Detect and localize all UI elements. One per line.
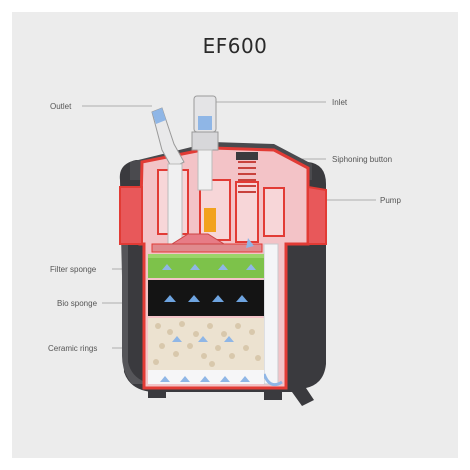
diagram-frame: EF600 [12,12,458,458]
pump-label: Pump [380,196,401,205]
ceramic-rings-label: Ceramic rings [48,344,98,353]
return-pipe [263,243,279,385]
pump-spring [238,161,256,193]
inlet-label: Inlet [332,98,348,107]
diagram-title: EF600 [202,34,268,58]
foot-left [148,390,166,398]
media-tray-top [151,243,263,253]
impeller-highlight [204,208,216,232]
bottom-chamber [148,370,264,384]
pump-housing [235,181,259,243]
outlet-pipe [151,107,185,245]
inlet-pipe [191,95,219,191]
ceramic-ring-texture [153,321,261,367]
siphoning-button [236,152,258,160]
bio-sponge-label: Bio sponge [57,299,98,308]
water-flow-arrows [160,238,256,382]
ceramic-rings-layer [148,318,264,370]
foot-right [264,392,282,400]
filter-cutaway-illustration [82,95,376,406]
outlet-label: Outlet [50,102,72,111]
right-chamber [263,187,285,237]
siphoning-button-label: Siphoning button [332,155,393,164]
bio-sponge-layer [148,280,264,316]
filter-sponge-label: Filter sponge [50,265,97,274]
